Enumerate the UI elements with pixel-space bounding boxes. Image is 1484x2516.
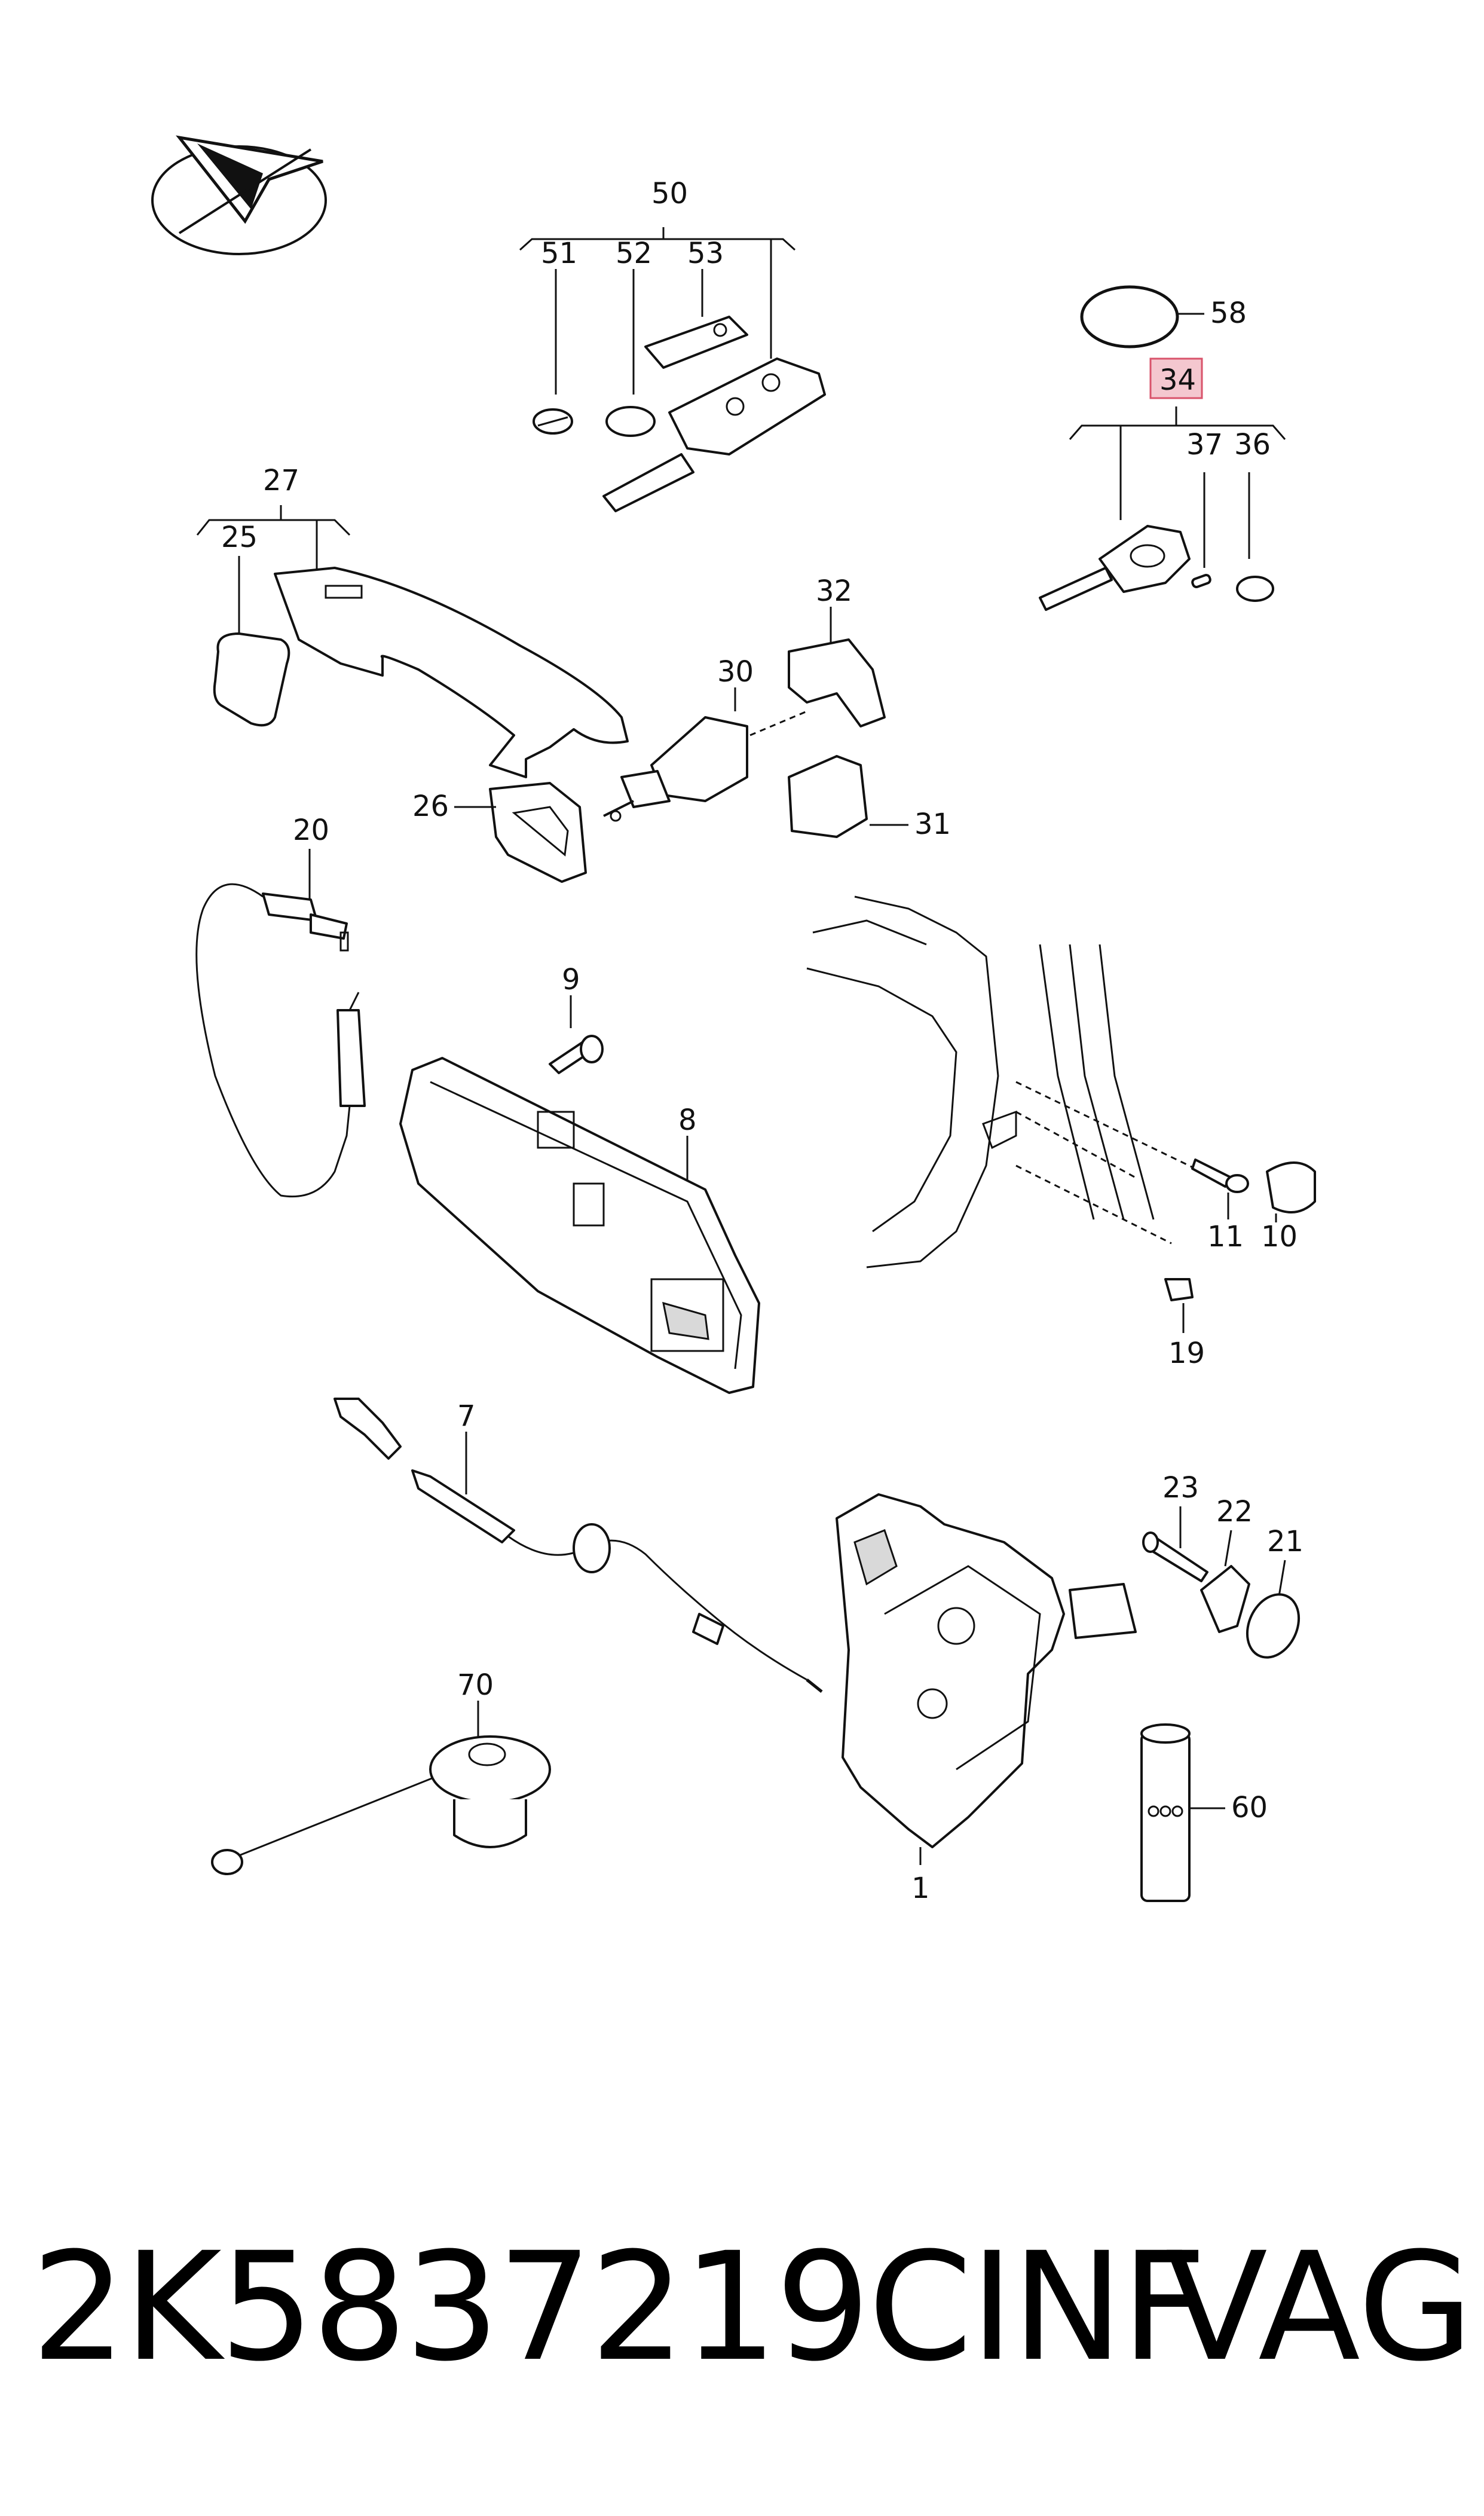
callout-36: 36: [1234, 428, 1271, 461]
remote-key-assembly: [519, 227, 826, 512]
callout-37: 37: [1186, 428, 1223, 461]
callout-20: 20: [293, 814, 329, 847]
callout-52: 52: [616, 237, 652, 270]
callout-7: 7: [457, 1399, 476, 1433]
brand-text: VAG: [1165, 2220, 1474, 2394]
callout-58: 58: [1210, 296, 1247, 330]
callout-32: 32: [816, 574, 852, 608]
callout-51: 51: [541, 237, 577, 270]
callout-31: 31: [914, 808, 951, 841]
callout-26: 26: [412, 790, 449, 823]
part-number-text: 2K5837219CINF: [31, 2220, 1207, 2394]
lock-cylinder-assembly: [454, 607, 908, 883]
parts-diagram: 50 51 52 53 58 34 37 36 27 25 32 30 26 3…: [151, 135, 1316, 1905]
callout-34: 34: [1159, 363, 1196, 397]
callout-53: 53: [687, 237, 724, 270]
callout-34-highlight: [1149, 357, 1203, 399]
callout-60: 60: [1231, 1791, 1268, 1824]
callout-23: 23: [1162, 1471, 1199, 1505]
callout-50: 50: [651, 177, 688, 210]
callout-30: 30: [717, 655, 754, 689]
callout-70: 70: [457, 1668, 494, 1702]
lock-bolt-cover-group: [1142, 1506, 1301, 1659]
callout-8: 8: [678, 1103, 697, 1137]
key-blank-assembly: [1039, 357, 1286, 611]
grease-canister-part: [1140, 1723, 1225, 1902]
handle-carrier-part: [399, 995, 760, 1394]
callout-22: 22: [1216, 1495, 1253, 1528]
bowden-cable-part: [195, 849, 366, 1198]
callout-10: 10: [1261, 1220, 1298, 1254]
o-ring-part: [1080, 285, 1204, 348]
door-handle-part: [196, 505, 629, 778]
callout-21: 21: [1267, 1525, 1304, 1558]
callout-11: 11: [1207, 1220, 1244, 1254]
callout-27: 27: [263, 464, 299, 497]
orientation-arrow-icon: [151, 135, 327, 255]
callout-1: 1: [911, 1872, 930, 1905]
fuel-flap-part: [211, 1701, 551, 1875]
release-cable-part: [333, 1398, 823, 1693]
callout-19: 19: [1168, 1337, 1205, 1370]
callout-labels: 50 51 52 53 58 34 37 36 27 25 32 30 26 3…: [221, 177, 1304, 1905]
door-lock-actuator-part: [836, 1493, 1137, 1865]
callout-9: 9: [562, 963, 580, 996]
callout-25: 25: [221, 521, 258, 554]
door-shell-section: [806, 895, 1316, 1333]
